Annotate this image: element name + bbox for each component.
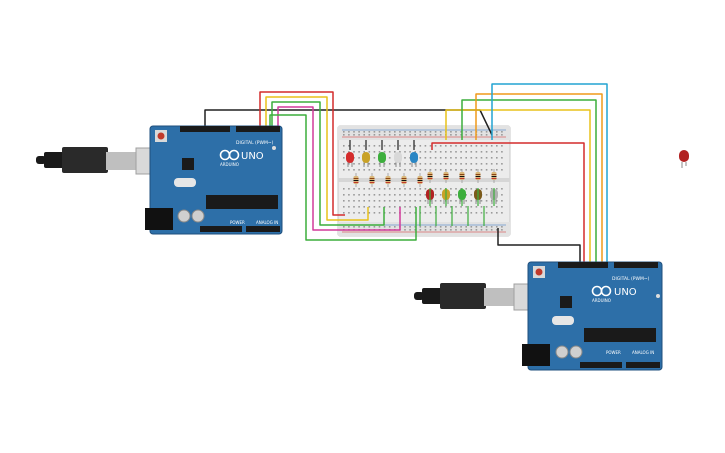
led-icon[interactable]: [410, 152, 418, 167]
resistor-icon[interactable]: [369, 173, 375, 187]
analog-label: ANALOG IN: [256, 220, 278, 225]
wire-black-top: [204, 109, 493, 136]
digital-label: DIGITAL (PWM~): [612, 276, 650, 282]
resistor-row-top: [353, 173, 423, 187]
wire-red-right: [431, 142, 585, 268]
wire-cyan-right: [491, 83, 608, 268]
wire-green-left-1: [271, 101, 385, 226]
wire-yellow-left: [265, 96, 369, 221]
usb-cable-icon: [36, 147, 165, 175]
model-label: UNO: [241, 151, 264, 162]
resistor-icon[interactable]: [475, 169, 481, 183]
resistor-icon[interactable]: [417, 173, 423, 187]
resistor-icon[interactable]: [401, 173, 407, 187]
analog-label: ANALOG IN: [632, 350, 654, 355]
wires: [204, 83, 608, 268]
led-icon[interactable]: [346, 152, 354, 167]
wire-red-left: [259, 91, 345, 216]
usb-cable-icon: [414, 283, 543, 311]
resistor-icon[interactable]: [491, 169, 497, 183]
power-label: POWER: [606, 350, 621, 355]
led-icon[interactable]: [394, 152, 402, 167]
resistor-icon[interactable]: [427, 169, 433, 183]
resistor-icon[interactable]: [353, 173, 359, 187]
arduino-right[interactable]: DIGITAL (PWM~) POWER ANALOG IN UNO ARDUI…: [414, 261, 663, 371]
resistor-icon[interactable]: [459, 169, 465, 183]
led-icon[interactable]: [378, 152, 386, 167]
wire-orange-right: [475, 93, 603, 268]
model-label: UNO: [614, 287, 637, 298]
led-row-top: [346, 152, 418, 167]
wire-black-right: [497, 228, 581, 268]
breadboard-jumpers: [349, 140, 495, 226]
reset-button-icon[interactable]: [155, 130, 167, 142]
arduino-logo-icon: [219, 149, 240, 161]
wire-yellow-right: [445, 109, 591, 268]
brand-label: ARDUINO: [220, 162, 239, 167]
led-icon[interactable]: [362, 152, 370, 167]
resistor-icon[interactable]: [385, 173, 391, 187]
digital-label: DIGITAL (PWM~): [236, 140, 274, 146]
reset-button-icon[interactable]: [533, 266, 545, 278]
wire-magenta-left: [277, 106, 401, 231]
resistor-icon[interactable]: [443, 169, 449, 183]
power-label: POWER: [230, 220, 245, 225]
wire-green-left-2: [269, 114, 417, 241]
arduino-logo-icon: [591, 285, 612, 297]
breadboard-holes: [343, 131, 503, 231]
brand-label: ARDUINO: [592, 298, 611, 303]
resistor-row-bottom: [427, 169, 497, 183]
wire-green-right: [461, 99, 597, 268]
led-icon[interactable]: [679, 150, 689, 168]
arduino-left[interactable]: DIGITAL (PWM~) POWER ANALOG IN UNO ARDUI…: [36, 125, 283, 235]
